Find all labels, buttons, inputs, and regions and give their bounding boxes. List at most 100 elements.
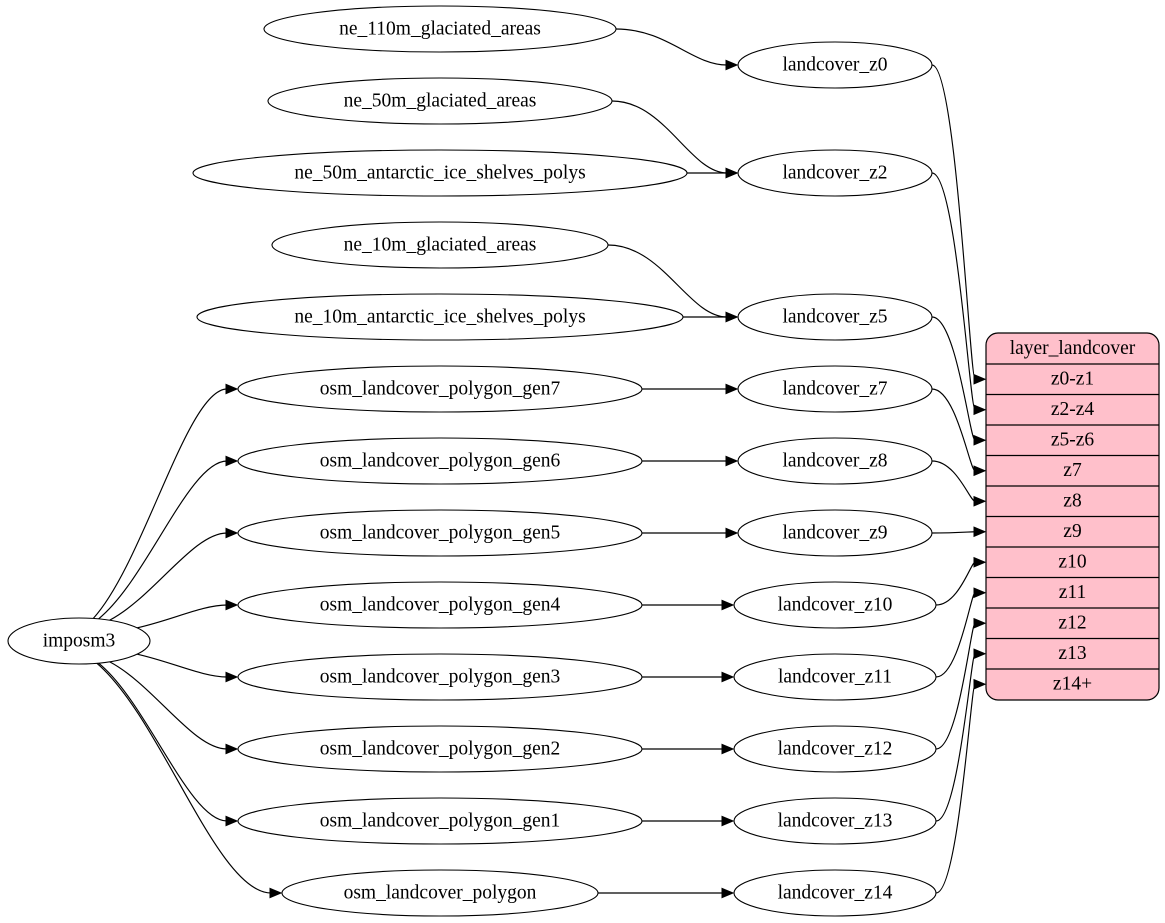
node-label: osm_landcover_polygon_gen4 (320, 594, 561, 615)
arrow-head (973, 556, 987, 568)
nodes-layer: imposm3 ne_110m_glaciated_areas ne_50m_gla… (7, 5, 937, 917)
table-row[interactable]: z11 (1059, 582, 1086, 603)
table-row-label: z8 (1063, 491, 1081, 512)
arrow-head (225, 527, 239, 539)
arrow-head (225, 599, 239, 611)
table-row-label: z12 (1058, 613, 1086, 634)
edge-landcover_z14-to-table (935, 683, 976, 894)
node-landcover_z11[interactable]: landcover_z11 (733, 653, 937, 701)
node-label: osm_landcover_polygon (344, 882, 537, 903)
edge-imposm3-osm_landcover_polygon_gen4 (137, 604, 228, 629)
table-row[interactable]: z5-z6 (1051, 430, 1095, 451)
arrow-head (225, 815, 239, 827)
arrow-head (973, 495, 987, 507)
edge-imposm3-osm_landcover_polygon (96, 662, 272, 894)
edge-landcover_z2-to-table (931, 172, 976, 411)
node-landcover_z14[interactable]: landcover_z14 (733, 869, 937, 917)
node-imposm3[interactable]: imposm3 (7, 617, 151, 665)
arrow-head (973, 617, 987, 629)
arrow-head (725, 59, 739, 71)
edges-layer (92, 28, 987, 899)
node-landcover_z0[interactable]: landcover_z0 (737, 41, 933, 89)
table-row[interactable]: z12 (1058, 613, 1086, 634)
arrow-head (225, 671, 239, 683)
table-row-label: z14+ (1053, 674, 1092, 695)
node-osm_landcover_polygon_gen4[interactable]: osm_landcover_polygon_gen4 (237, 581, 643, 629)
edge-landcover_z7-to-table (931, 388, 976, 472)
node-landcover_z8[interactable]: landcover_z8 (737, 437, 933, 485)
node-ne_10m_antarctic_ice_shelves_polys[interactable]: ne_10m_antarctic_ice_shelves_polys (196, 293, 684, 341)
node-label: landcover_z7 (782, 378, 887, 399)
table-row-label: z10 (1058, 552, 1086, 573)
node-landcover_z7[interactable]: landcover_z7 (737, 365, 933, 413)
arrow-head (225, 455, 239, 467)
node-osm_landcover_polygon[interactable]: osm_landcover_polygon (281, 869, 599, 917)
node-osm_landcover_polygon_gen2[interactable]: osm_landcover_polygon_gen2 (237, 725, 643, 773)
arrow-head (973, 404, 987, 416)
node-landcover_z9[interactable]: landcover_z9 (737, 509, 933, 557)
arrow-head (721, 599, 735, 611)
arrow-head (225, 743, 239, 755)
arrow-head (725, 455, 739, 467)
edge-landcover_z0-to-table (931, 64, 976, 380)
node-ne_10m_glaciated_areas[interactable]: ne_10m_glaciated_areas (271, 221, 609, 269)
table-row[interactable]: z10 (1058, 552, 1086, 573)
node-osm_landcover_polygon_gen7[interactable]: osm_landcover_polygon_gen7 (237, 365, 643, 413)
node-landcover_z10[interactable]: landcover_z10 (733, 581, 937, 629)
table-row-label: z0-z1 (1051, 369, 1094, 390)
node-label: ne_110m_glaciated_areas (339, 18, 541, 39)
node-landcover_z13[interactable]: landcover_z13 (733, 797, 937, 845)
node-ne_50m_glaciated_areas[interactable]: ne_50m_glaciated_areas (267, 77, 613, 125)
arrow-head (973, 434, 987, 446)
node-label: osm_landcover_polygon_gen5 (320, 522, 560, 543)
node-label: ne_50m_glaciated_areas (344, 90, 537, 111)
node-ne_110m_glaciated_areas[interactable]: ne_110m_glaciated_areas (263, 5, 617, 53)
arrow-head (721, 815, 735, 827)
edge-ne_50m_glaciated_areas-landcover_z2 (611, 100, 728, 174)
edge-imposm3-osm_landcover_polygon_gen1 (98, 662, 228, 822)
node-osm_landcover_polygon_gen6[interactable]: osm_landcover_polygon_gen6 (237, 437, 643, 485)
table-row[interactable]: z13 (1058, 643, 1086, 664)
arrow-head (973, 648, 987, 660)
table-row-label: z2-z4 (1051, 399, 1095, 420)
arrow-head (725, 167, 739, 179)
node-osm_landcover_polygon_gen1[interactable]: osm_landcover_polygon_gen1 (237, 797, 643, 845)
node-label: osm_landcover_polygon_gen6 (320, 450, 561, 471)
arrow-head (721, 671, 735, 683)
node-label: ne_50m_antarctic_ice_shelves_polys (294, 162, 585, 183)
node-landcover_z12[interactable]: landcover_z12 (733, 725, 937, 773)
node-label: imposm3 (43, 630, 116, 651)
node-osm_landcover_polygon_gen5[interactable]: osm_landcover_polygon_gen5 (237, 509, 643, 557)
table-row[interactable]: z9 (1063, 521, 1081, 542)
node-label: osm_landcover_polygon_gen3 (320, 666, 560, 687)
node-label: landcover_z12 (778, 738, 893, 759)
node-label: landcover_z0 (782, 54, 887, 75)
table-row[interactable]: z8 (1063, 491, 1081, 512)
edge-imposm3-osm_landcover_polygon_gen3 (137, 653, 228, 678)
node-osm_landcover_polygon_gen3[interactable]: osm_landcover_polygon_gen3 (237, 653, 643, 701)
table-row[interactable]: z0-z1 (1051, 369, 1094, 390)
arrow-head (973, 678, 987, 690)
node-landcover_z2[interactable]: landcover_z2 (737, 149, 933, 197)
table-row[interactable]: z2-z4 (1051, 399, 1095, 420)
node-label: landcover_z2 (782, 162, 887, 183)
edge-imposm3-osm_landcover_polygon_gen5 (109, 532, 228, 621)
node-landcover_z5[interactable]: landcover_z5 (737, 293, 933, 341)
table-row[interactable]: z7 (1063, 460, 1082, 481)
edge-landcover_z12-to-table (935, 622, 976, 750)
arrow-head (973, 587, 987, 599)
arrow-head (721, 743, 735, 755)
table-row-label: z11 (1059, 582, 1086, 603)
node-label: landcover_z11 (778, 666, 892, 687)
layer-landcover-table[interactable]: layer_landcoverz0-z1z2-z4z5-z6z7z8z9z10z… (985, 332, 1160, 701)
table-row[interactable]: z14+ (1053, 674, 1092, 695)
node-label: ne_10m_glaciated_areas (344, 234, 537, 255)
table-row-label: z7 (1063, 460, 1082, 481)
node-label: osm_landcover_polygon_gen7 (320, 378, 561, 399)
edge-imposm3-osm_landcover_polygon_gen2 (109, 661, 228, 750)
node-label: landcover_z13 (778, 810, 893, 831)
node-ne_50m_antarctic_ice_shelves_polys[interactable]: ne_50m_antarctic_ice_shelves_polys (192, 149, 688, 197)
table-row-label: z9 (1063, 521, 1081, 542)
edge-landcover_z13-to-table (935, 653, 976, 822)
